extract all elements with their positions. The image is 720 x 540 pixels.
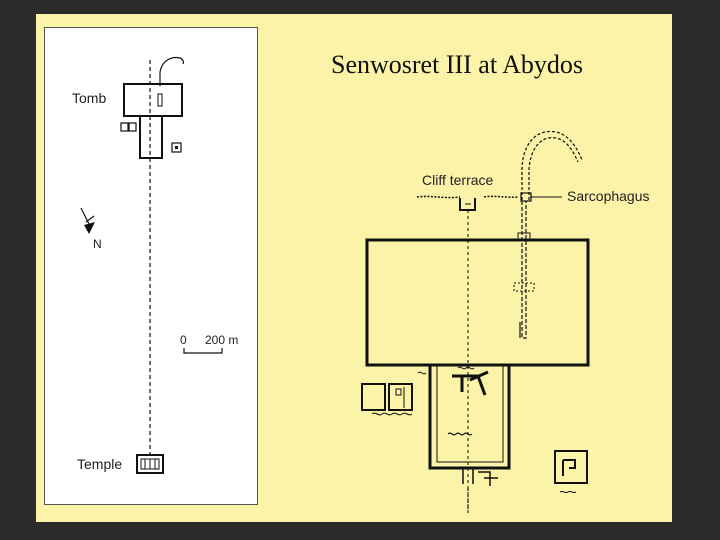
tomb-label: Tomb (72, 90, 107, 106)
lower-enclosure (428, 365, 511, 470)
left-building-2 (388, 383, 413, 411)
left-building-1 (361, 383, 386, 411)
water-mark-1 (447, 432, 473, 436)
main-rectangle (365, 238, 590, 367)
tomb-enclosure-marker (171, 142, 182, 153)
site-map-panel (44, 27, 258, 505)
tomb-small-building-1 (120, 122, 129, 132)
entrance-structure (452, 370, 489, 396)
tomb-sarcophagus-curve (159, 56, 184, 86)
cliff-terrace-line (416, 195, 519, 199)
right-building (554, 450, 588, 484)
cliff-terrace-label: Cliff terrace (422, 172, 494, 188)
temple-label: Temple (77, 456, 123, 472)
north-label: N (93, 237, 102, 251)
tomb-corridor (139, 116, 163, 159)
scale-zero-label: 0 (180, 333, 187, 347)
sarcophagus-passage-outer (528, 137, 579, 200)
tomb-small-building-2 (128, 122, 137, 132)
detail-plan (361, 130, 590, 515)
tomb-outline (123, 83, 183, 117)
sarcophagus-label: Sarcophagus (567, 188, 650, 204)
tomb-shaft (157, 93, 163, 107)
inner-chamber (513, 282, 535, 292)
sarcophagus-passage-inner (521, 130, 583, 200)
site-map (80, 56, 223, 474)
inner-shaft (521, 201, 527, 339)
temple-outline (136, 454, 164, 474)
north-arrow-head (84, 222, 95, 234)
right-building-base (559, 490, 577, 494)
water-mark-3 (457, 366, 475, 370)
left-buildings-base (371, 412, 413, 416)
scale-distance-label: 200 m (205, 333, 239, 347)
gate-structure (462, 468, 498, 486)
water-mark-2 (417, 371, 427, 375)
scale-bar (183, 348, 223, 354)
slide-title: Senwosret III at Abydos (331, 50, 584, 79)
